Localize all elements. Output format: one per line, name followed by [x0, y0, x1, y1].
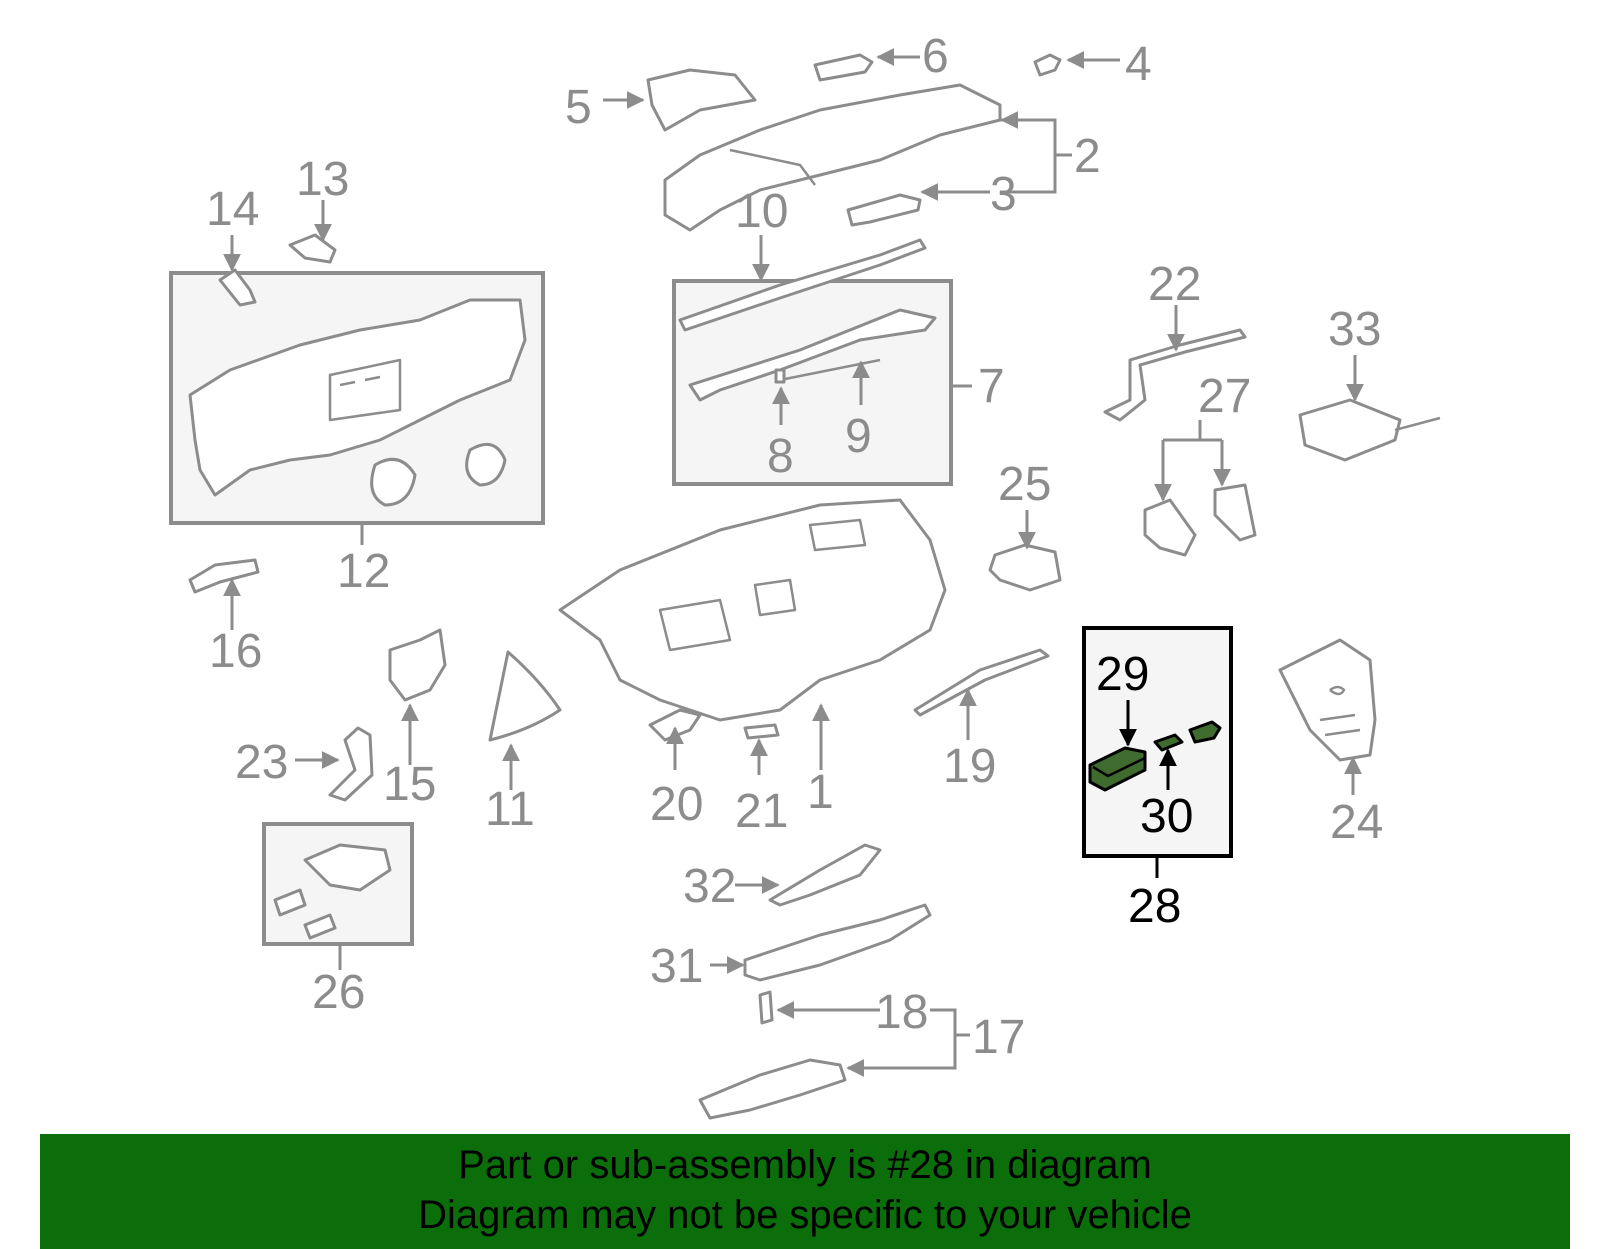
- part-27-left: [1143, 498, 1197, 557]
- callout-6: 6: [922, 30, 949, 83]
- callout-16: 16: [209, 625, 262, 678]
- callout-25: 25: [998, 458, 1051, 511]
- banner-line-1: Part or sub-assembly is #28 in diagram: [458, 1143, 1152, 1187]
- callout-1: 1: [807, 766, 834, 819]
- part-6: [813, 53, 874, 82]
- part-33: [1298, 398, 1402, 462]
- callout-18: 18: [875, 986, 928, 1039]
- callout-31: 31: [650, 940, 703, 993]
- callout-8: 8: [767, 430, 794, 483]
- callout-17: 17: [972, 1011, 1025, 1064]
- callout-24: 24: [1330, 796, 1383, 849]
- callout-26: 26: [312, 966, 365, 1019]
- part-17: [698, 1058, 847, 1120]
- part-13: [288, 233, 337, 264]
- callout-22: 22: [1148, 258, 1201, 311]
- part-19: [913, 648, 1050, 717]
- part-4: [1033, 53, 1062, 77]
- callout-27: 27: [1198, 370, 1251, 423]
- callout-14: 14: [206, 183, 259, 236]
- part-26-vents: [273, 843, 392, 940]
- callout-19: 19: [943, 740, 996, 793]
- part-21: [743, 723, 780, 740]
- callout-29: 29: [1096, 648, 1149, 701]
- callout-11: 11: [485, 783, 535, 836]
- part-32: [768, 843, 882, 907]
- callout-20: 20: [650, 778, 703, 831]
- part-25: [988, 543, 1062, 592]
- callout-28: 28: [1128, 880, 1181, 933]
- callout-23: 23: [235, 736, 288, 789]
- callout-15: 15: [383, 758, 436, 811]
- callout-32: 32: [683, 860, 736, 913]
- callout-7: 7: [978, 360, 1005, 413]
- callout-10: 10: [735, 185, 788, 238]
- part-3-vent: [846, 193, 922, 227]
- callout-3: 3: [990, 168, 1017, 221]
- callout-21: 21: [735, 785, 788, 838]
- callout-9: 9: [845, 410, 872, 463]
- part-29-highlighted: [1088, 746, 1147, 792]
- part-18: [758, 990, 774, 1025]
- part-2-top-pad: [663, 83, 1002, 232]
- part-23: [328, 726, 374, 802]
- part-33-wire: [1394, 416, 1441, 432]
- part-20: [648, 708, 702, 742]
- part-22: [1103, 328, 1247, 422]
- callout-5: 5: [565, 81, 592, 134]
- callout-2: 2: [1074, 130, 1101, 183]
- info-banner: Part or sub-assembly is #28 in diagram D…: [40, 1134, 1570, 1249]
- part-12-frame: [188, 298, 527, 507]
- callout-13: 13: [296, 153, 349, 206]
- part-5: [646, 68, 757, 132]
- part-1-dash: [558, 498, 947, 722]
- part-24: [1278, 638, 1377, 762]
- part-30-highlighted: [1153, 720, 1222, 752]
- callout-12: 12: [337, 545, 390, 598]
- part-11: [488, 650, 562, 742]
- callout-30: 30: [1140, 790, 1193, 843]
- part-10: [678, 238, 927, 332]
- callout-4: 4: [1125, 38, 1152, 91]
- banner-line-2: Diagram may not be specific to your vehi…: [418, 1193, 1192, 1237]
- part-16: [188, 558, 260, 594]
- part-31: [743, 903, 932, 982]
- callout-33: 33: [1328, 303, 1381, 356]
- part-15: [388, 628, 447, 702]
- lead-17-bracket: [850, 1008, 957, 1070]
- part-27-right: [1213, 483, 1257, 542]
